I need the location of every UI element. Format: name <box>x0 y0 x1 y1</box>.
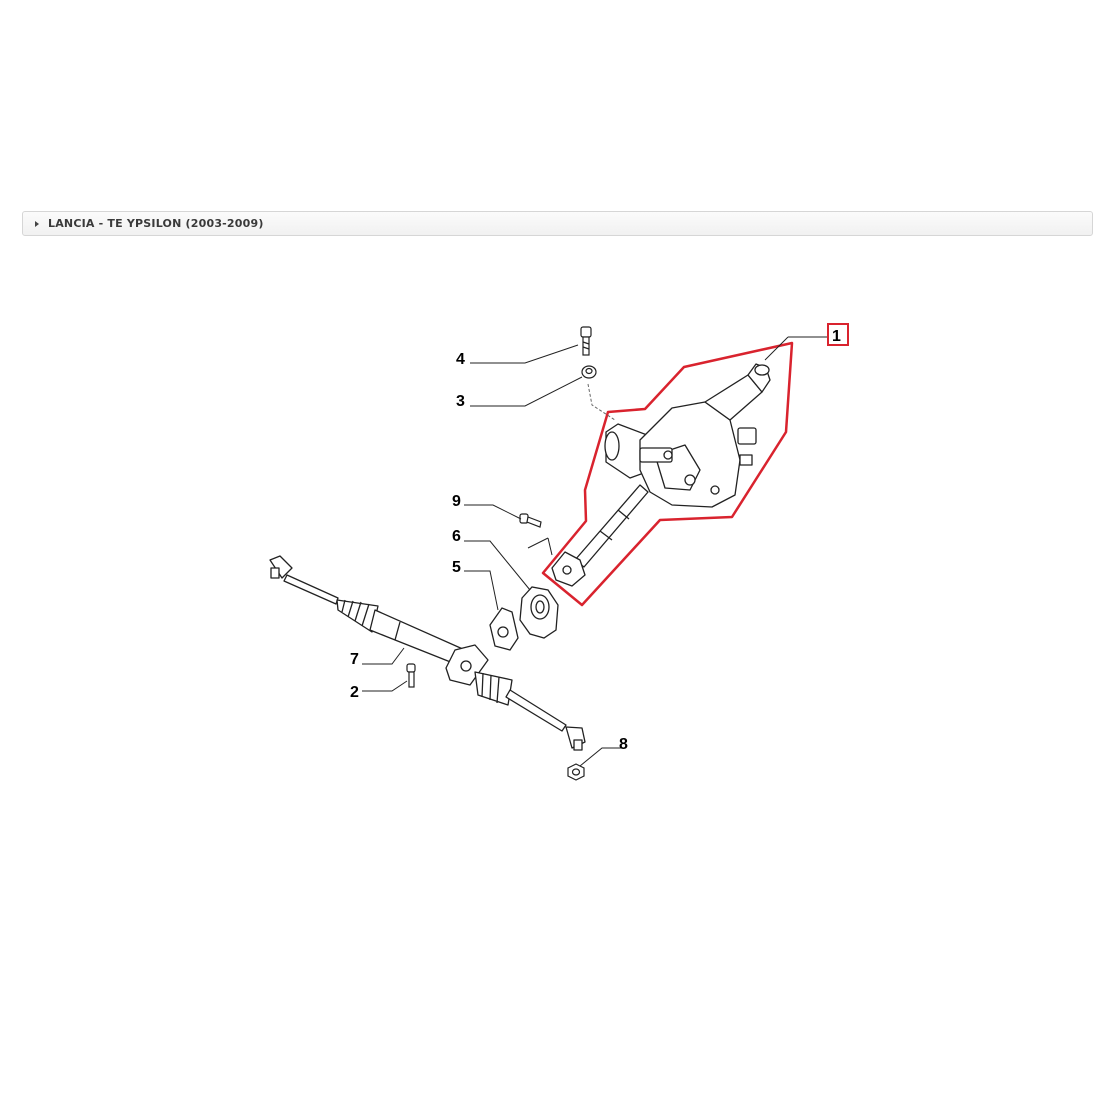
bolt-part-2[interactable] <box>406 663 416 688</box>
callout-4[interactable]: 4 <box>456 351 465 368</box>
steering-column-part[interactable] <box>551 363 771 587</box>
seal-part-6[interactable] <box>519 586 559 639</box>
leader-lines <box>362 336 828 767</box>
part-1-highlight-outline <box>541 341 794 607</box>
callout-5[interactable]: 5 <box>452 559 461 576</box>
callout-9[interactable]: 9 <box>452 493 461 510</box>
callout-labels: 1 2 3 4 5 6 7 8 9 <box>350 323 849 753</box>
breadcrumb-label: LANCIA - TE YPSILON (2003-2009) <box>48 217 264 230</box>
nut-part-8[interactable] <box>567 763 585 781</box>
caret-right-icon <box>35 220 39 227</box>
callout-7[interactable]: 7 <box>350 651 359 668</box>
callout-1[interactable]: 1 <box>832 328 841 345</box>
callout-8[interactable]: 8 <box>619 736 628 753</box>
callout-3[interactable]: 3 <box>456 393 465 410</box>
breadcrumb-bar[interactable]: LANCIA - TE YPSILON (2003-2009) <box>22 211 1093 236</box>
bolt-part-4[interactable] <box>580 326 592 356</box>
callout-2[interactable]: 2 <box>350 684 359 701</box>
bracket-part-5[interactable] <box>489 607 519 651</box>
nut-part-3[interactable] <box>581 365 597 379</box>
steering-rack-part-7[interactable] <box>269 555 586 751</box>
bolt-part-9[interactable] <box>519 513 542 528</box>
callout-6[interactable]: 6 <box>452 528 461 545</box>
callout-1-box <box>827 323 849 346</box>
